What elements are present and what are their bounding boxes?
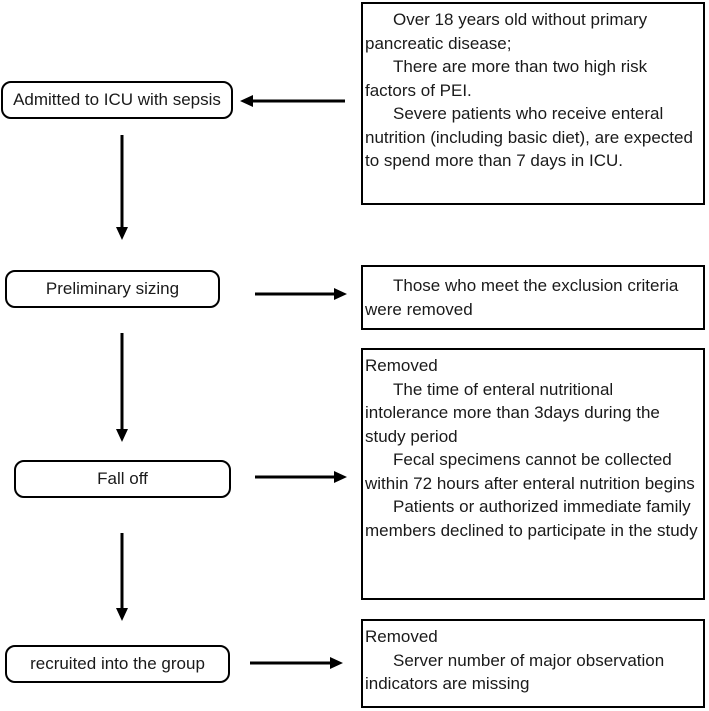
flow-box-preliminary-sizing: Preliminary sizing <box>5 270 220 308</box>
arrow-down-preliminary-to-falloff <box>116 333 128 442</box>
arrow-right-falloff-to-removed <box>255 471 347 483</box>
criteria-box-inclusion: Over 18 years old without primary pancre… <box>361 2 705 205</box>
criteria-paragraph: Over 18 years old without primary pancre… <box>365 10 648 53</box>
criteria-paragraph: Severe patients who receive enteral nutr… <box>365 104 693 170</box>
flow-box-admitted-icu-sepsis: Admitted to ICU with sepsis <box>1 81 233 119</box>
criteria-box-exclusion-removed: Those who meet the exclusion criteria we… <box>361 265 705 330</box>
criteria-paragraph: Those who meet the exclusion criteria we… <box>365 276 679 319</box>
criteria-paragraph: Fecal specimens cannot be collected with… <box>365 450 695 493</box>
flow-box-recruited-into-group: recruited into the group <box>5 645 230 683</box>
criteria-heading: Removed <box>365 627 438 646</box>
arrow-down-admitted-to-preliminary <box>116 135 128 240</box>
flow-box-label: Admitted to ICU with sepsis <box>13 90 221 109</box>
criteria-heading: Removed <box>365 356 438 375</box>
criteria-paragraph: There are more than two high risk factor… <box>365 57 648 100</box>
flow-box-fall-off: Fall off <box>14 460 231 498</box>
criteria-paragraph: Server number of major observation indic… <box>365 650 665 694</box>
arrow-left-criteria-to-admitted <box>240 95 345 107</box>
criteria-box-removed-missing-indicators: Removed Server number of major observati… <box>361 619 705 708</box>
criteria-box-removed-fall-off: Removed The time of enteral nutritional … <box>361 348 705 600</box>
criteria-paragraph: The time of enteral nutritional intolera… <box>365 379 660 446</box>
flow-box-label: Fall off <box>97 469 148 488</box>
flow-box-label: recruited into the group <box>30 654 205 673</box>
arrow-right-recruited-to-removed <box>250 657 343 669</box>
flow-box-label: Preliminary sizing <box>45 279 180 298</box>
arrow-right-preliminary-to-exclusion <box>255 288 347 300</box>
arrow-down-falloff-to-recruited <box>116 533 128 621</box>
criteria-paragraph: Patients or authorized immediate family … <box>365 497 698 540</box>
